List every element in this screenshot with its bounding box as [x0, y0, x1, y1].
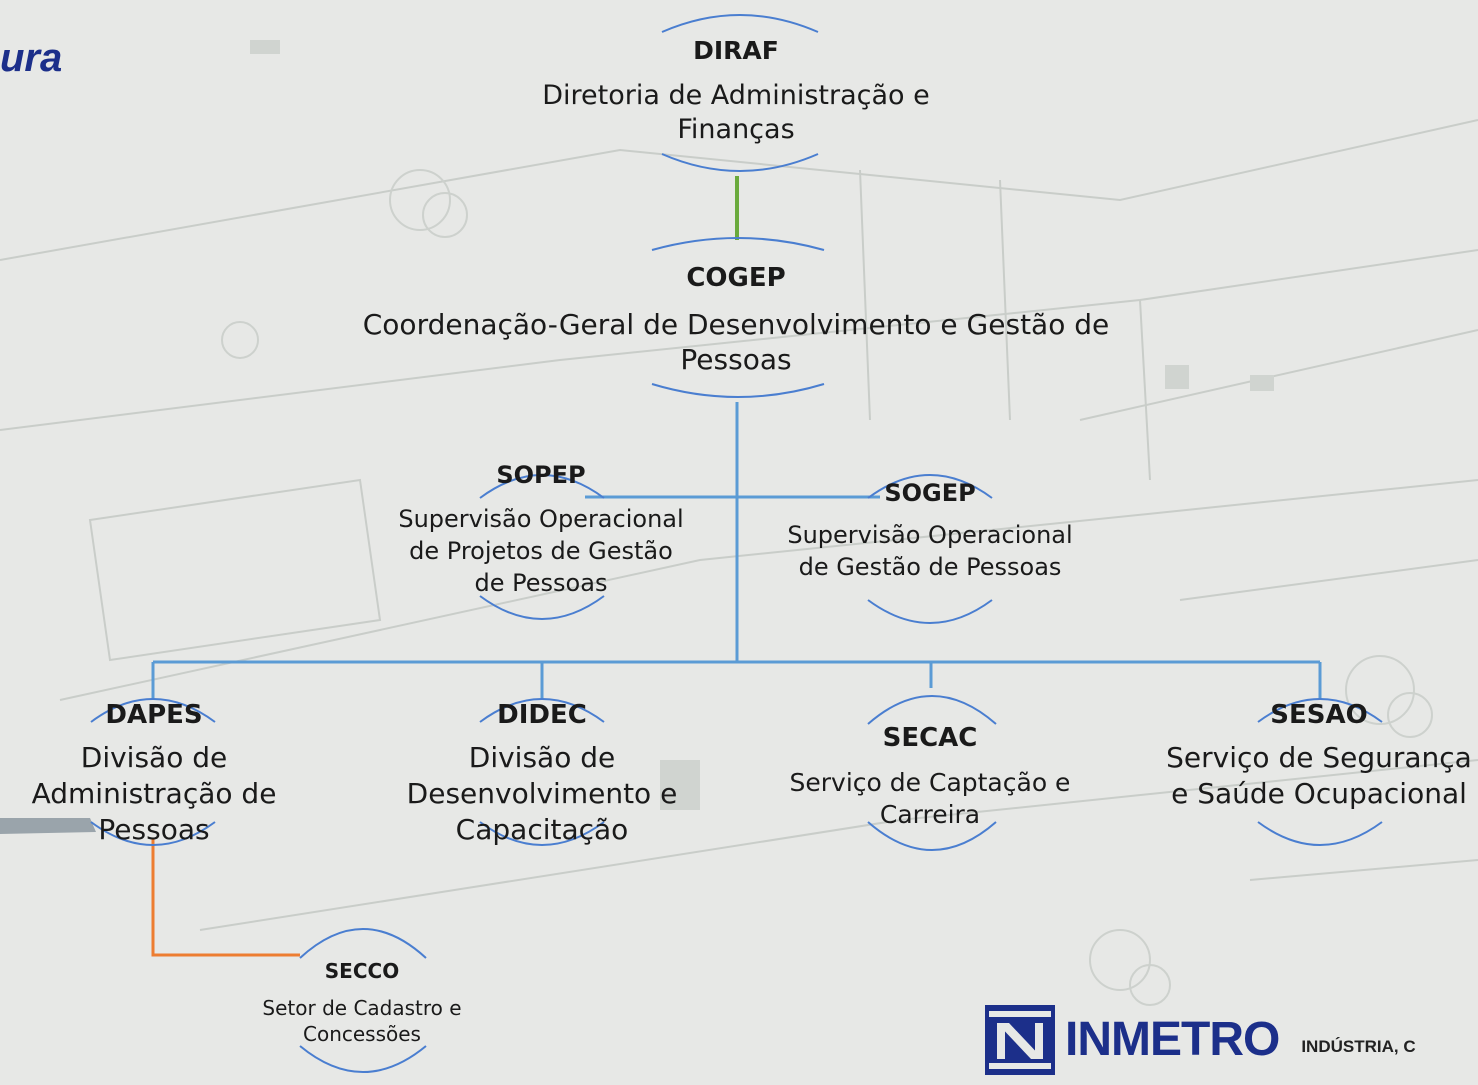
node-sogep: SOGEP Supervisão Operacional de Gestão d…: [785, 479, 1075, 583]
inmetro-emblem-icon: [985, 1005, 1055, 1075]
node-cogep: COGEP Coordenação-Geral de Desenvolvimen…: [346, 263, 1126, 377]
node-code: DIRAF: [693, 36, 779, 65]
links-cogep-children: [151, 402, 1322, 700]
logo-name: INMETRO: [1065, 1013, 1280, 1066]
node-code: SESAO: [1270, 700, 1368, 730]
node-code: SECCO: [324, 959, 400, 983]
link-dapes-secco: [151, 838, 300, 957]
node-description: Divisão de Desenvolvimento e Capacitação: [406, 741, 678, 846]
node-description: Diretoria de Administração e Finanças: [542, 80, 930, 145]
node-diraf: DIRAF Diretoria de Administração e Finan…: [486, 36, 986, 147]
node-code: SOGEP: [884, 479, 976, 507]
node-sopep: SOPEP Supervisão Operacional de Projetos…: [396, 461, 686, 599]
node-description: Supervisão Operacional de Gestão de Pess…: [787, 521, 1073, 581]
page-title-fragment: ura: [0, 36, 63, 80]
node-code: DAPES: [105, 700, 203, 730]
node-dapes: DAPES Divisão de Administração de Pessoa…: [6, 700, 302, 848]
node-description: Supervisão Operacional de Projetos de Ge…: [398, 505, 684, 597]
node-code: COGEP: [686, 263, 786, 293]
node-secac: SECAC Serviço de Captação e Carreira: [770, 723, 1090, 831]
node-description: Setor de Cadastro e Concessões: [262, 996, 462, 1046]
node-code: SECAC: [882, 723, 978, 753]
node-description: Coordenação-Geral de Desenvolvimento e G…: [362, 308, 1110, 376]
node-sesao: SESAO Serviço de Segurança e Saúde Ocupa…: [1160, 700, 1478, 812]
node-secco: SECCO Setor de Cadastro e Concessões: [232, 959, 492, 1047]
node-didec: DIDEC Divisão de Desenvolvimento e Capac…: [392, 700, 692, 848]
node-code: DIDEC: [497, 700, 587, 730]
node-description: Serviço de Captação e Carreira: [789, 768, 1071, 829]
logo-tagline: INDÚSTRIA, C: [1301, 1037, 1416, 1056]
node-description: Divisão de Administração de Pessoas: [31, 741, 277, 846]
node-code: SOPEP: [496, 461, 586, 489]
node-description: Serviço de Segurança e Saúde Ocupacional: [1166, 741, 1472, 810]
inmetro-logo: INMETRO INDÚSTRIA, C: [983, 1003, 1416, 1077]
